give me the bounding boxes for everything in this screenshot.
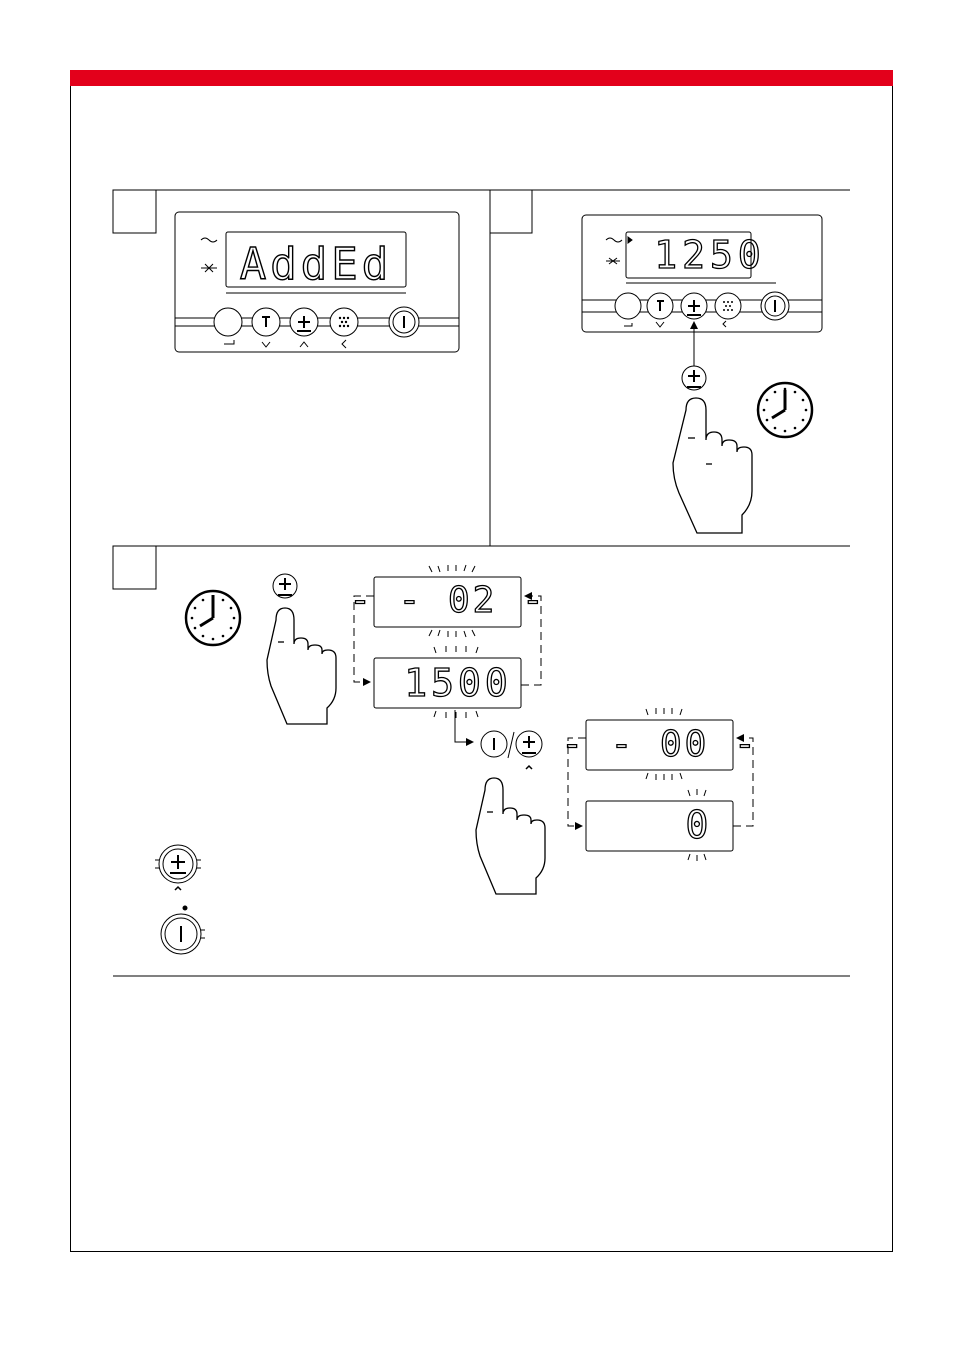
wash-icon — [201, 238, 217, 242]
on-off-plus-buttons — [481, 731, 542, 769]
spin-icon — [606, 258, 620, 264]
step-box-2 — [490, 190, 532, 233]
display-02: - - 02 - — [349, 565, 546, 637]
display-text-1500: 1500 — [404, 661, 512, 705]
wash-icon — [606, 238, 622, 242]
control-panel-2: 1250 — [582, 215, 822, 390]
display-text-02: - - 02 - — [349, 580, 546, 621]
display-text-0: 0 — [686, 803, 709, 847]
flow-arrow — [455, 710, 473, 742]
legend-on-off-button — [161, 906, 205, 954]
display-text-00: - - 00 - — [561, 724, 758, 765]
step-box-3 — [113, 546, 156, 589]
display-text-1: AddEd — [240, 239, 392, 290]
legend-plus-button — [155, 845, 201, 890]
indicator-icon — [628, 237, 632, 243]
clock-icon — [758, 383, 812, 437]
finger-press-icon — [267, 608, 336, 724]
control-panel-1: AddEd — [175, 212, 459, 352]
dots-button-1 — [330, 308, 358, 336]
spin-icon — [201, 264, 217, 272]
display-00: - - 00 - — [561, 708, 758, 780]
finger-press-icon — [476, 778, 545, 894]
spin-button-1 — [214, 308, 242, 336]
step-box-1 — [113, 190, 156, 233]
display-0: 0 — [586, 789, 733, 861]
finger-press-icon — [673, 398, 752, 533]
display-text-2: 1250 — [654, 233, 766, 277]
display-1500: 1500 — [374, 646, 521, 718]
clock-icon — [186, 591, 240, 645]
plus-button-3 — [273, 574, 297, 598]
